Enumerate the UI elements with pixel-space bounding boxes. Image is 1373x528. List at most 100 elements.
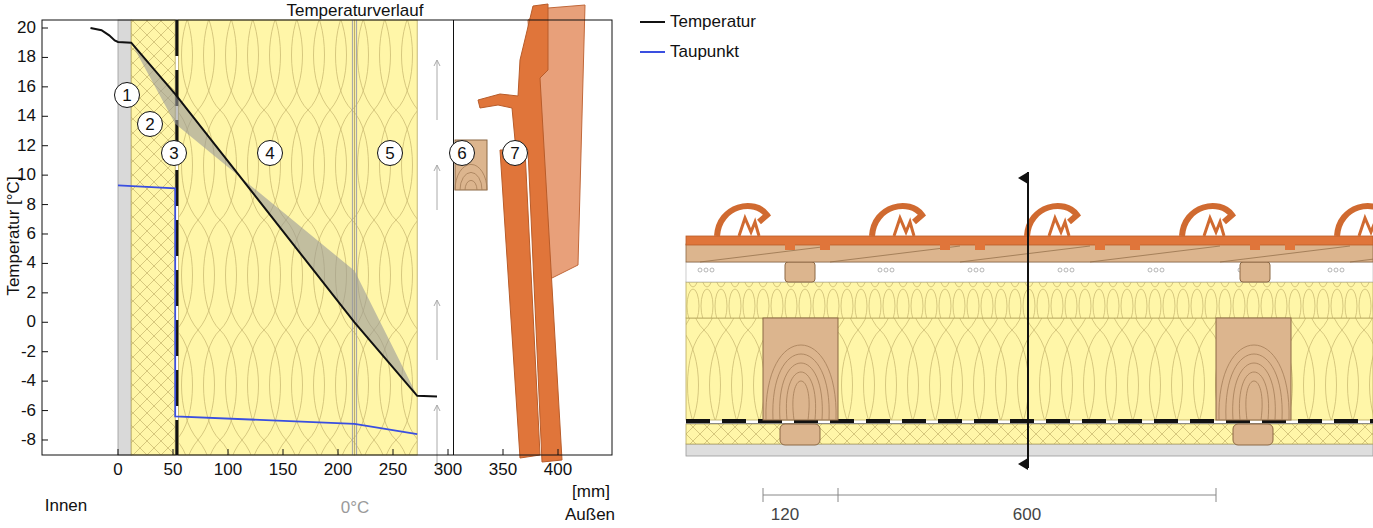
dimension-tick (763, 488, 764, 502)
section-arrow (1018, 458, 1028, 470)
main-insulation (686, 318, 1373, 420)
air-symbol (980, 268, 984, 272)
dimension-label: 600 (1013, 505, 1041, 525)
y-tick (42, 204, 48, 205)
axis-label: Außen (565, 505, 615, 525)
axis-tick-label: -4 (21, 371, 36, 391)
air-symbol (884, 268, 888, 272)
legend-sample (640, 21, 665, 23)
lower-batten (780, 424, 820, 445)
air-symbol (974, 268, 978, 272)
air-symbol (1070, 268, 1074, 272)
air-symbol (968, 268, 972, 272)
plot-frame (42, 20, 612, 455)
gypsum-board (686, 444, 1373, 456)
wood-grain (766, 345, 836, 420)
y-tick (42, 116, 48, 117)
air-symbol (1328, 268, 1332, 272)
air-symbol (1160, 268, 1164, 272)
roof-section (686, 172, 1373, 502)
callout-text: 4 (265, 145, 274, 162)
y-tick (42, 86, 48, 87)
air-symbol (1148, 268, 1152, 272)
callout-text: 3 (169, 145, 178, 162)
axis-tick-label: 16 (17, 77, 36, 97)
callout-text: 6 (457, 145, 466, 162)
tile-lug (1095, 244, 1105, 250)
tile-nose (1204, 218, 1224, 236)
rafter (1216, 318, 1291, 420)
callout-number: 5 (377, 140, 403, 166)
air-symbol (1058, 268, 1062, 272)
dimension-line (763, 495, 1216, 496)
wood-grain (773, 354, 829, 420)
y-tick (42, 263, 48, 264)
tile-lug (975, 244, 985, 250)
axis-tick-label: 6 (27, 224, 36, 244)
lower-batten (1233, 424, 1273, 445)
air-gap (686, 262, 1373, 282)
x-tick (118, 449, 119, 455)
wood-grain (1239, 372, 1268, 420)
tile-lug (940, 244, 950, 250)
section-arrow (1018, 172, 1028, 184)
axis-tick-label: 18 (17, 48, 36, 68)
wood-grain (786, 372, 815, 420)
y-tick (42, 351, 48, 352)
axis-tick-label: 300 (434, 460, 462, 480)
zero-degree-line (356, 20, 357, 455)
axis-label: [mm] (572, 482, 610, 502)
tile-plate (686, 236, 1373, 245)
x-tick (283, 449, 284, 455)
axis-tick-label: 150 (269, 460, 297, 480)
tile-nose (739, 218, 759, 236)
tile-roll (1337, 206, 1373, 236)
wood-grain (455, 164, 487, 190)
tile-roll (717, 206, 767, 236)
callout-text: 5 (385, 145, 394, 162)
wood-grain (465, 180, 477, 190)
legend-text: Temperatur (670, 12, 756, 32)
axis-tick-label: 8 (27, 195, 36, 215)
air-gap-line (453, 20, 454, 455)
tile-nose (894, 218, 914, 236)
chart (42, 4, 612, 470)
underlay-joint (700, 246, 830, 262)
y-tick (42, 381, 48, 382)
x-tick (503, 449, 504, 455)
axis-tick-label: -2 (21, 342, 36, 362)
air-symbol (1064, 268, 1068, 272)
air-symbol (710, 268, 714, 272)
wood-grain (1219, 345, 1289, 420)
x-tick (228, 449, 229, 455)
chart-title: Temperaturverlauf (286, 1, 423, 21)
y-tick (42, 145, 48, 146)
underlay-joint (1350, 246, 1373, 262)
wood-grain (460, 172, 482, 190)
main-insulation (179, 20, 355, 455)
callout-number: 6 (449, 140, 475, 166)
y-tick (42, 322, 48, 323)
tile-lug (1250, 244, 1260, 250)
legend-sample (640, 51, 665, 53)
wood-grain (1246, 381, 1262, 420)
wood-grain (793, 381, 809, 420)
axis-tick-label: 50 (164, 460, 183, 480)
y-tick (42, 292, 48, 293)
y-tick (42, 57, 48, 58)
wood-grain (1226, 354, 1282, 420)
tile-nose (1359, 218, 1373, 236)
tile-underlay (686, 244, 1373, 262)
air-symbol (890, 268, 894, 272)
axis-tick-label: 20 (17, 18, 36, 38)
axis-tick-label: 200 (324, 460, 352, 480)
air-symbol (1334, 268, 1338, 272)
axis-tick-label: 0 (113, 460, 122, 480)
wood-grain (1233, 363, 1276, 420)
batten (1240, 262, 1270, 282)
tile-lug (820, 244, 830, 250)
callout-text: 1 (122, 87, 131, 104)
axis-tick-label: 4 (27, 254, 36, 274)
